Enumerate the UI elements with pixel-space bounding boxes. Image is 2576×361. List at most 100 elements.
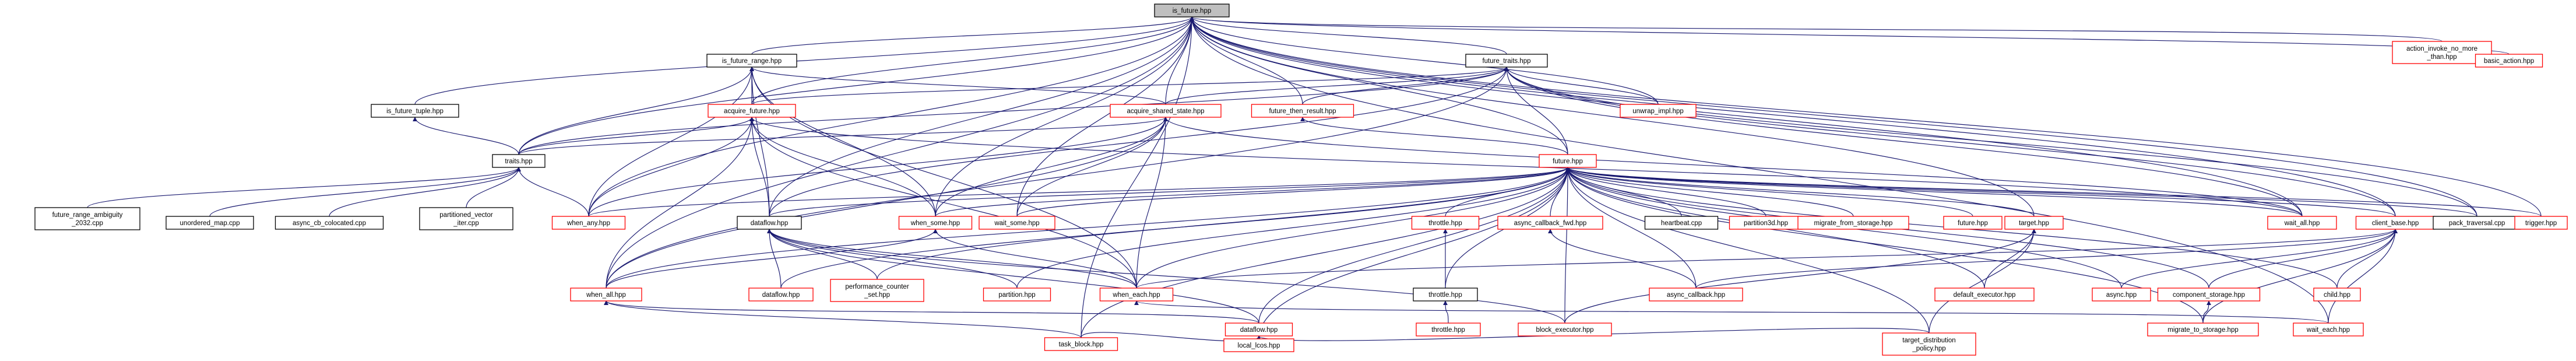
node-box	[551, 216, 626, 230]
edge-when_each-to-when_some	[933, 229, 1137, 289]
node-dataflow-b[interactable]: dataflow.hpp	[748, 288, 814, 302]
node-box	[1620, 104, 1697, 118]
node-box	[983, 288, 1051, 302]
node-traits: traits.hpp	[492, 154, 546, 168]
node-unordered-map: unordered_map.cpp	[166, 216, 254, 230]
node-target-distribution-policy[interactable]: target_distribution_policy.hpp	[1882, 332, 1976, 356]
node-action-invoke[interactable]: action_invoke_no_more_than.hpp	[2392, 41, 2492, 64]
edge-when_all-to-acquire_future	[606, 117, 755, 289]
edge-partition-to-dataflow_a	[767, 229, 1018, 289]
node-box	[1539, 154, 1597, 168]
node-wait-all[interactable]: wait_all.hpp	[2267, 216, 2337, 230]
node-label: pack_traversal.cpp	[2449, 220, 2505, 227]
edge-when_each-to-acquire_future	[749, 117, 1137, 289]
node-migrate-to-storage[interactable]: migrate_to_storage.hpp	[2147, 323, 2259, 337]
node-box	[1943, 216, 2003, 230]
node-box	[1934, 288, 2035, 302]
node-box	[1223, 338, 1294, 352]
node-label: basic_action.hpp	[2484, 58, 2534, 65]
edge-unordered_map-to-traits	[209, 167, 521, 217]
edge-partitioned_vector_iter-to-traits	[466, 167, 522, 208]
node-future-b[interactable]: future.hpp	[1943, 216, 2003, 230]
node-perf-counter-set[interactable]: performance_counter_set.hpp	[830, 279, 924, 302]
edge-target_distribution_policy-to-target	[1929, 229, 2037, 334]
node-box	[2157, 288, 2261, 302]
node-client-base[interactable]: client_base.hpp	[2355, 216, 2436, 230]
node-trigger[interactable]: trigger.hpp	[2514, 216, 2568, 230]
node-future-then-result[interactable]: future_then_result.hpp	[1251, 104, 1354, 118]
edge-is_future_tuple-to-root	[414, 16, 1194, 105]
node-when-some[interactable]: when_some.hpp	[898, 216, 973, 230]
node-label: throttle.hpp	[1428, 220, 1462, 227]
edge-dataflow_a-to-acquire_future	[749, 117, 770, 217]
edge-action_invoke-to-root	[1190, 16, 2443, 42]
node-is-future-range: is_future_range.hpp	[706, 54, 797, 68]
edge-traits-to-future_traits	[518, 66, 1509, 155]
edge-wait_some-to-root	[1016, 16, 1195, 217]
node-task-block[interactable]: task_block.hpp	[1044, 337, 1118, 351]
edge-dataflow_c-to-dataflow_a	[767, 229, 1259, 324]
node-label: future_range_ambiguity	[52, 212, 123, 219]
edge-client_base-to-root	[1190, 16, 2396, 217]
node-dataflow-c[interactable]: dataflow.hpp	[1224, 323, 1293, 337]
edge-unwrap_impl-to-root	[1190, 16, 1659, 105]
edge-target-to-future	[1565, 167, 2035, 217]
node-acquire-future[interactable]: acquire_future.hpp	[708, 104, 796, 118]
node-partition[interactable]: partition.hpp	[983, 288, 1051, 302]
node-child[interactable]: child.hpp	[2313, 288, 2361, 302]
node-pack-traversal: pack_traversal.cpp	[2433, 216, 2521, 230]
node-default-executor[interactable]: default_executor.hpp	[1934, 288, 2035, 302]
edge-when_any-to-traits	[516, 167, 589, 217]
edge-dataflow_a-to-future	[769, 167, 1570, 217]
node-box	[708, 104, 796, 118]
node-async-callback[interactable]: async_callback.hpp	[1649, 288, 1743, 302]
node-box	[748, 288, 814, 302]
node-box	[1413, 288, 1478, 302]
edge-when_all-to-future_traits	[606, 66, 1509, 289]
node-label: wait_some.hpp	[994, 220, 1039, 227]
edge-wait_all-to-future	[1565, 167, 2303, 217]
edge-local_lcos-to-future	[1258, 167, 1570, 339]
node-throttle-c[interactable]: throttle.hpp	[1416, 323, 1481, 337]
node-wait-each[interactable]: wait_each.hpp	[2293, 323, 2364, 337]
node-label: target.hpp	[2019, 220, 2049, 227]
node-label: when_each.hpp	[1112, 292, 1160, 299]
node-local-lcos[interactable]: local_lcos.hpp	[1223, 338, 1294, 352]
node-future[interactable]: future.hpp	[1539, 154, 1597, 168]
node-when-each[interactable]: when_each.hpp	[1099, 288, 1174, 302]
node-component-storage[interactable]: component_storage.hpp	[2157, 288, 2261, 302]
edge-wait_each-to-client_base	[2328, 229, 2398, 324]
node-label: heartbeat.cpp	[1661, 220, 1702, 227]
node-unwrap-impl[interactable]: unwrap_impl.hpp	[1620, 104, 1697, 118]
node-acquire-shared-state[interactable]: acquire_shared_state.hpp	[1110, 104, 1222, 118]
edge-task_block-to-future	[1081, 167, 1570, 338]
edge-perf_counter_set-to-dataflow_a	[767, 229, 878, 280]
node-box	[2293, 323, 2364, 337]
edge-future-to-future_traits	[1504, 66, 1568, 155]
edge-child-to-client_base	[2336, 229, 2398, 289]
node-async-callback-fwd[interactable]: async_callback_fwd.hpp	[1497, 216, 1603, 230]
node-throttle-a[interactable]: throttle.hpp	[1411, 216, 1480, 230]
edge-target_distribution_policy-to-future	[1565, 167, 1930, 334]
node-label: wait_each.hpp	[2306, 327, 2350, 334]
node-throttle-b: throttle.hpp	[1413, 288, 1478, 302]
node-when-all[interactable]: when_all.hpp	[570, 288, 642, 302]
node-box	[2514, 216, 2568, 230]
node-label: future.hpp	[1553, 158, 1583, 165]
node-when-any[interactable]: when_any.hpp	[551, 216, 626, 230]
node-block-executor[interactable]: block_executor.hpp	[1518, 323, 1612, 337]
node-basic-action[interactable]: basic_action.hpp	[2475, 54, 2543, 68]
edge-traits-to-acquire_shared_state	[518, 117, 1168, 155]
node-migrate-from-storage[interactable]: migrate_from_storage.hpp	[1797, 216, 1909, 230]
edge-acquire_future-to-future_traits	[751, 66, 1509, 105]
node-partition3d[interactable]: partition3d.hpp	[1729, 216, 1803, 230]
node-target[interactable]: target.hpp	[2004, 216, 2064, 230]
edge-when_each-to-dataflow_a	[767, 229, 1137, 289]
node-box	[166, 216, 254, 230]
node-label: async_callback.hpp	[1667, 292, 1725, 299]
node-async[interactable]: async.hpp	[2092, 288, 2151, 302]
node-box	[706, 54, 797, 68]
node-wait-some[interactable]: wait_some.hpp	[979, 216, 1055, 230]
edge-client_base-to-future_traits	[1504, 66, 2396, 217]
